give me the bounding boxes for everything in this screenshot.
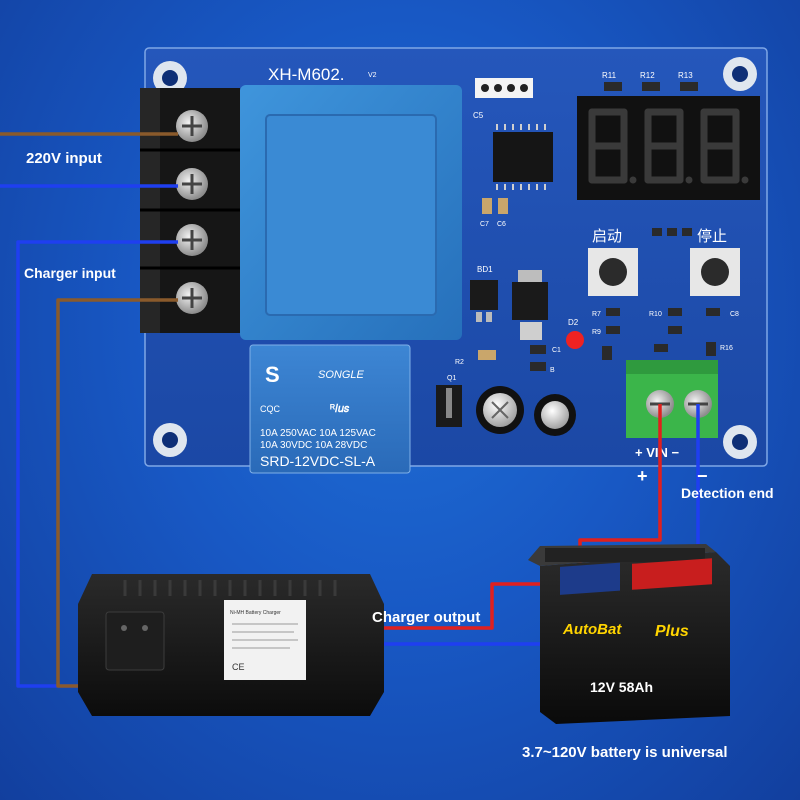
screw-terminal-block	[140, 88, 240, 333]
small-resistors-middle	[652, 228, 692, 236]
label-r12: R12	[640, 71, 655, 80]
charger-ce-mark: CE	[232, 662, 245, 672]
mounting-hole-top-right	[723, 57, 757, 91]
charger-label-title: Ni-MH Battery Charger	[230, 610, 281, 616]
bridge-rectifier	[470, 280, 498, 322]
board-model-text: XH-M602.	[268, 65, 345, 84]
led-d2	[566, 331, 584, 349]
smd-components-right	[602, 308, 720, 360]
label-r11: R11	[602, 71, 617, 80]
transistor-q1	[436, 385, 462, 427]
relay-model-text: SRD-12VDC-SL-A	[260, 453, 376, 469]
label-c7: C7	[480, 221, 489, 228]
label-c6: C6	[497, 221, 506, 228]
display-decimal-point	[685, 176, 693, 184]
display-decimal-point	[629, 176, 637, 184]
relay-logo-s: S	[265, 362, 280, 387]
stop-button[interactable]	[690, 248, 740, 296]
stop-button-label: 停止	[697, 227, 727, 245]
smd-components-center	[478, 345, 546, 371]
mounting-hole-bottom-right	[723, 425, 757, 459]
capacitors-c7-c6	[482, 198, 508, 214]
label-c1: C1	[552, 347, 561, 354]
label-c5: C5	[473, 111, 484, 120]
start-button-label: 启动	[592, 227, 622, 245]
label-r16: R16	[720, 345, 733, 352]
label-battery-universal: 3.7~120V battery is universal	[522, 744, 728, 761]
label-charger-output: Charger output	[372, 609, 481, 626]
charger-unit: Ni-MH Battery Charger CE	[78, 574, 384, 716]
label-q1: Q1	[447, 375, 456, 382]
label-r9: R9	[592, 329, 601, 336]
label-r13: R13	[678, 71, 693, 80]
label-r7: R7	[592, 311, 601, 318]
label-d2: D2	[568, 318, 579, 327]
car-battery: AutoBat Plus 12V 58Ah	[528, 544, 730, 724]
wire-charger-output-red	[370, 582, 580, 630]
vin-terminal-block	[626, 360, 718, 438]
seven-segment-display	[577, 96, 760, 200]
pcb-board: XH-M602. V2 C5	[140, 47, 768, 474]
transformer	[240, 85, 462, 340]
electrolytic-capacitor-1	[476, 386, 524, 434]
relay: S SONGLE CQC ᴿ𝑙𝑢𝑠 10A 250VAC 10A 125VAC …	[249, 344, 411, 474]
relay-cert-text: CQC	[260, 404, 281, 414]
mounting-hole-top-left	[153, 61, 187, 95]
relay-ul-mark: ᴿ𝑙𝑢𝑠	[330, 403, 350, 415]
wire-charger-input-brown	[56, 298, 178, 688]
relay-rating-line2: 10A 30VDC 10A 28VDC	[260, 440, 367, 451]
board-version-text: V2	[368, 72, 377, 79]
wire-charger-input-blue	[16, 240, 178, 688]
charger-vents	[123, 580, 337, 596]
header-pins	[475, 78, 533, 98]
ic-chip	[493, 124, 553, 190]
display-decimal-point	[741, 176, 749, 184]
relay-rating-line1: 10A 250VAC 10A 125VAC	[260, 428, 376, 439]
battery-spec: 12V 58Ah	[590, 679, 653, 695]
label-r10: R10	[649, 311, 662, 318]
vin-terminal-label: + VIN −	[635, 445, 679, 460]
label-bd1: BD1	[477, 265, 493, 274]
voltage-regulator	[512, 270, 548, 340]
mounting-hole-bottom-left	[153, 423, 187, 457]
start-button[interactable]	[588, 248, 638, 296]
relay-brand-text: SONGLE	[318, 369, 365, 381]
label-charger-input: Charger input	[24, 265, 116, 281]
battery-brand: AutoBat	[562, 621, 622, 638]
label-detection-end: Detection end	[681, 485, 774, 501]
label-b: B	[550, 367, 555, 374]
label-minus: −	[697, 466, 708, 486]
label-plus: +	[637, 466, 648, 486]
label-220v-input: 220V input	[26, 150, 102, 167]
label-r2: R2	[455, 359, 464, 366]
battery-type: Plus	[655, 623, 689, 640]
electrolytic-capacitor-2	[534, 394, 576, 436]
label-c8: C8	[730, 311, 739, 318]
